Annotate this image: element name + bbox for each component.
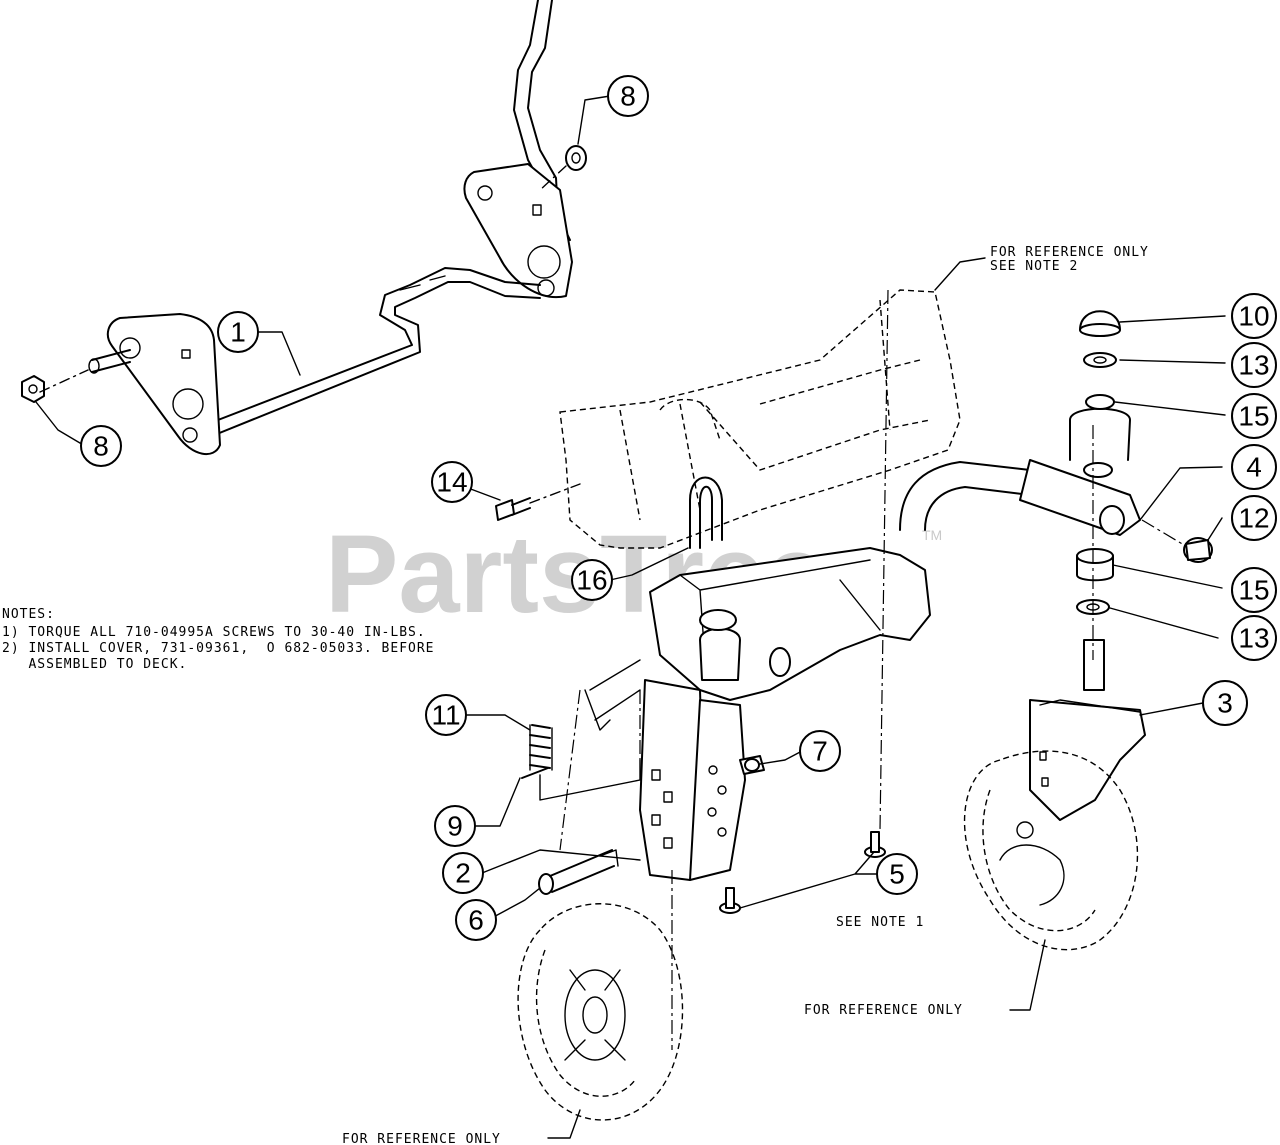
reference-note-left-wheel: FOR REFERENCE ONLY bbox=[342, 1132, 501, 1145]
lift-rod bbox=[204, 267, 541, 437]
callout-8-top[interactable]: 8 bbox=[607, 75, 649, 117]
svg-text:10: 10 bbox=[1238, 301, 1269, 332]
shoulder-screw-1 bbox=[719, 887, 741, 914]
callout-12[interactable]: 12 bbox=[1231, 495, 1277, 541]
svg-text:13: 13 bbox=[1238, 350, 1269, 381]
callout-13-upper[interactable]: 13 bbox=[1231, 342, 1277, 388]
svg-text:13: 13 bbox=[1238, 623, 1269, 654]
callout-5[interactable]: 5 bbox=[876, 853, 918, 895]
reference-cover bbox=[559, 289, 961, 549]
callout-3[interactable]: 3 bbox=[1202, 680, 1248, 726]
svg-text:5: 5 bbox=[889, 859, 905, 890]
right-caster-wheel bbox=[963, 750, 1139, 951]
notes-line-2: 2) INSTALL COVER, 731-09361, O 682-05033… bbox=[2, 641, 435, 656]
reference-note-top-2: SEE NOTE 2 bbox=[990, 259, 1078, 274]
notes-heading: NOTES: bbox=[2, 607, 55, 622]
axle-bolt bbox=[538, 849, 619, 895]
svg-text:1: 1 bbox=[230, 317, 246, 348]
compression-spring bbox=[529, 724, 553, 771]
watermark-trademark: TM bbox=[922, 527, 942, 543]
callout-9[interactable]: 9 bbox=[434, 805, 476, 847]
svg-text:12: 12 bbox=[1238, 503, 1269, 534]
cover-screw bbox=[495, 483, 581, 521]
svg-text:15: 15 bbox=[1238, 575, 1269, 606]
notes-line-3: ASSEMBLED TO DECK. bbox=[2, 657, 187, 672]
left-lift-bracket bbox=[88, 313, 221, 456]
caster-fork bbox=[1029, 639, 1146, 821]
callout-13-lower[interactable]: 13 bbox=[1231, 615, 1277, 661]
svg-text:11: 11 bbox=[431, 700, 460, 731]
callout-15-lower[interactable]: 15 bbox=[1231, 567, 1277, 613]
callout-16[interactable]: 16 bbox=[571, 559, 613, 601]
see-note-1-label: SEE NOTE 1 bbox=[836, 915, 924, 930]
left-front-wheel bbox=[517, 903, 684, 1121]
svg-text:8: 8 bbox=[620, 81, 636, 112]
svg-text:6: 6 bbox=[468, 905, 484, 936]
svg-text:7: 7 bbox=[812, 736, 828, 767]
svg-text:9: 9 bbox=[447, 811, 463, 842]
cotter-pin bbox=[521, 759, 641, 801]
hex-nut-left bbox=[21, 369, 89, 403]
dust-cap bbox=[1079, 310, 1121, 337]
lift-lever-upper bbox=[463, 0, 573, 299]
callout-6[interactable]: 6 bbox=[455, 899, 497, 941]
callout-10[interactable]: 10 bbox=[1231, 293, 1277, 339]
callout-2[interactable]: 2 bbox=[442, 852, 484, 894]
svg-text:4: 4 bbox=[1246, 452, 1262, 483]
callout-15-upper[interactable]: 15 bbox=[1231, 393, 1277, 439]
wing-nut bbox=[739, 755, 765, 775]
assembly-centerlines bbox=[559, 289, 1185, 1050]
washer-upper bbox=[1083, 352, 1117, 368]
callout-14[interactable]: 14 bbox=[431, 461, 473, 503]
front-axle-frame bbox=[584, 547, 931, 881]
svg-text:3: 3 bbox=[1217, 688, 1233, 719]
callout-8-left[interactable]: 8 bbox=[80, 425, 122, 467]
callout-1[interactable]: 1 bbox=[217, 311, 259, 353]
shoulder-screw-2 bbox=[864, 831, 886, 858]
callout-7[interactable]: 7 bbox=[799, 730, 841, 772]
callout-11[interactable]: 11 bbox=[425, 694, 467, 736]
svg-text:15: 15 bbox=[1238, 401, 1269, 432]
svg-text:8: 8 bbox=[93, 431, 109, 462]
callout-4[interactable]: 4 bbox=[1231, 444, 1277, 490]
svg-text:2: 2 bbox=[455, 858, 471, 889]
flange-bushing bbox=[1076, 548, 1114, 582]
notes-line-1: 1) TORQUE ALL 710-04995A SCREWS TO 30-40… bbox=[2, 625, 426, 640]
end-plug bbox=[1183, 537, 1213, 563]
caster-yoke bbox=[899, 394, 1141, 536]
reference-note-top-1: FOR REFERENCE ONLY bbox=[990, 245, 1149, 260]
reference-note-right-wheel: FOR REFERENCE ONLY bbox=[804, 1003, 963, 1018]
hex-nut-top bbox=[539, 145, 587, 191]
u-bolt bbox=[689, 476, 723, 549]
svg-text:14: 14 bbox=[436, 467, 467, 498]
svg-text:16: 16 bbox=[576, 565, 607, 596]
